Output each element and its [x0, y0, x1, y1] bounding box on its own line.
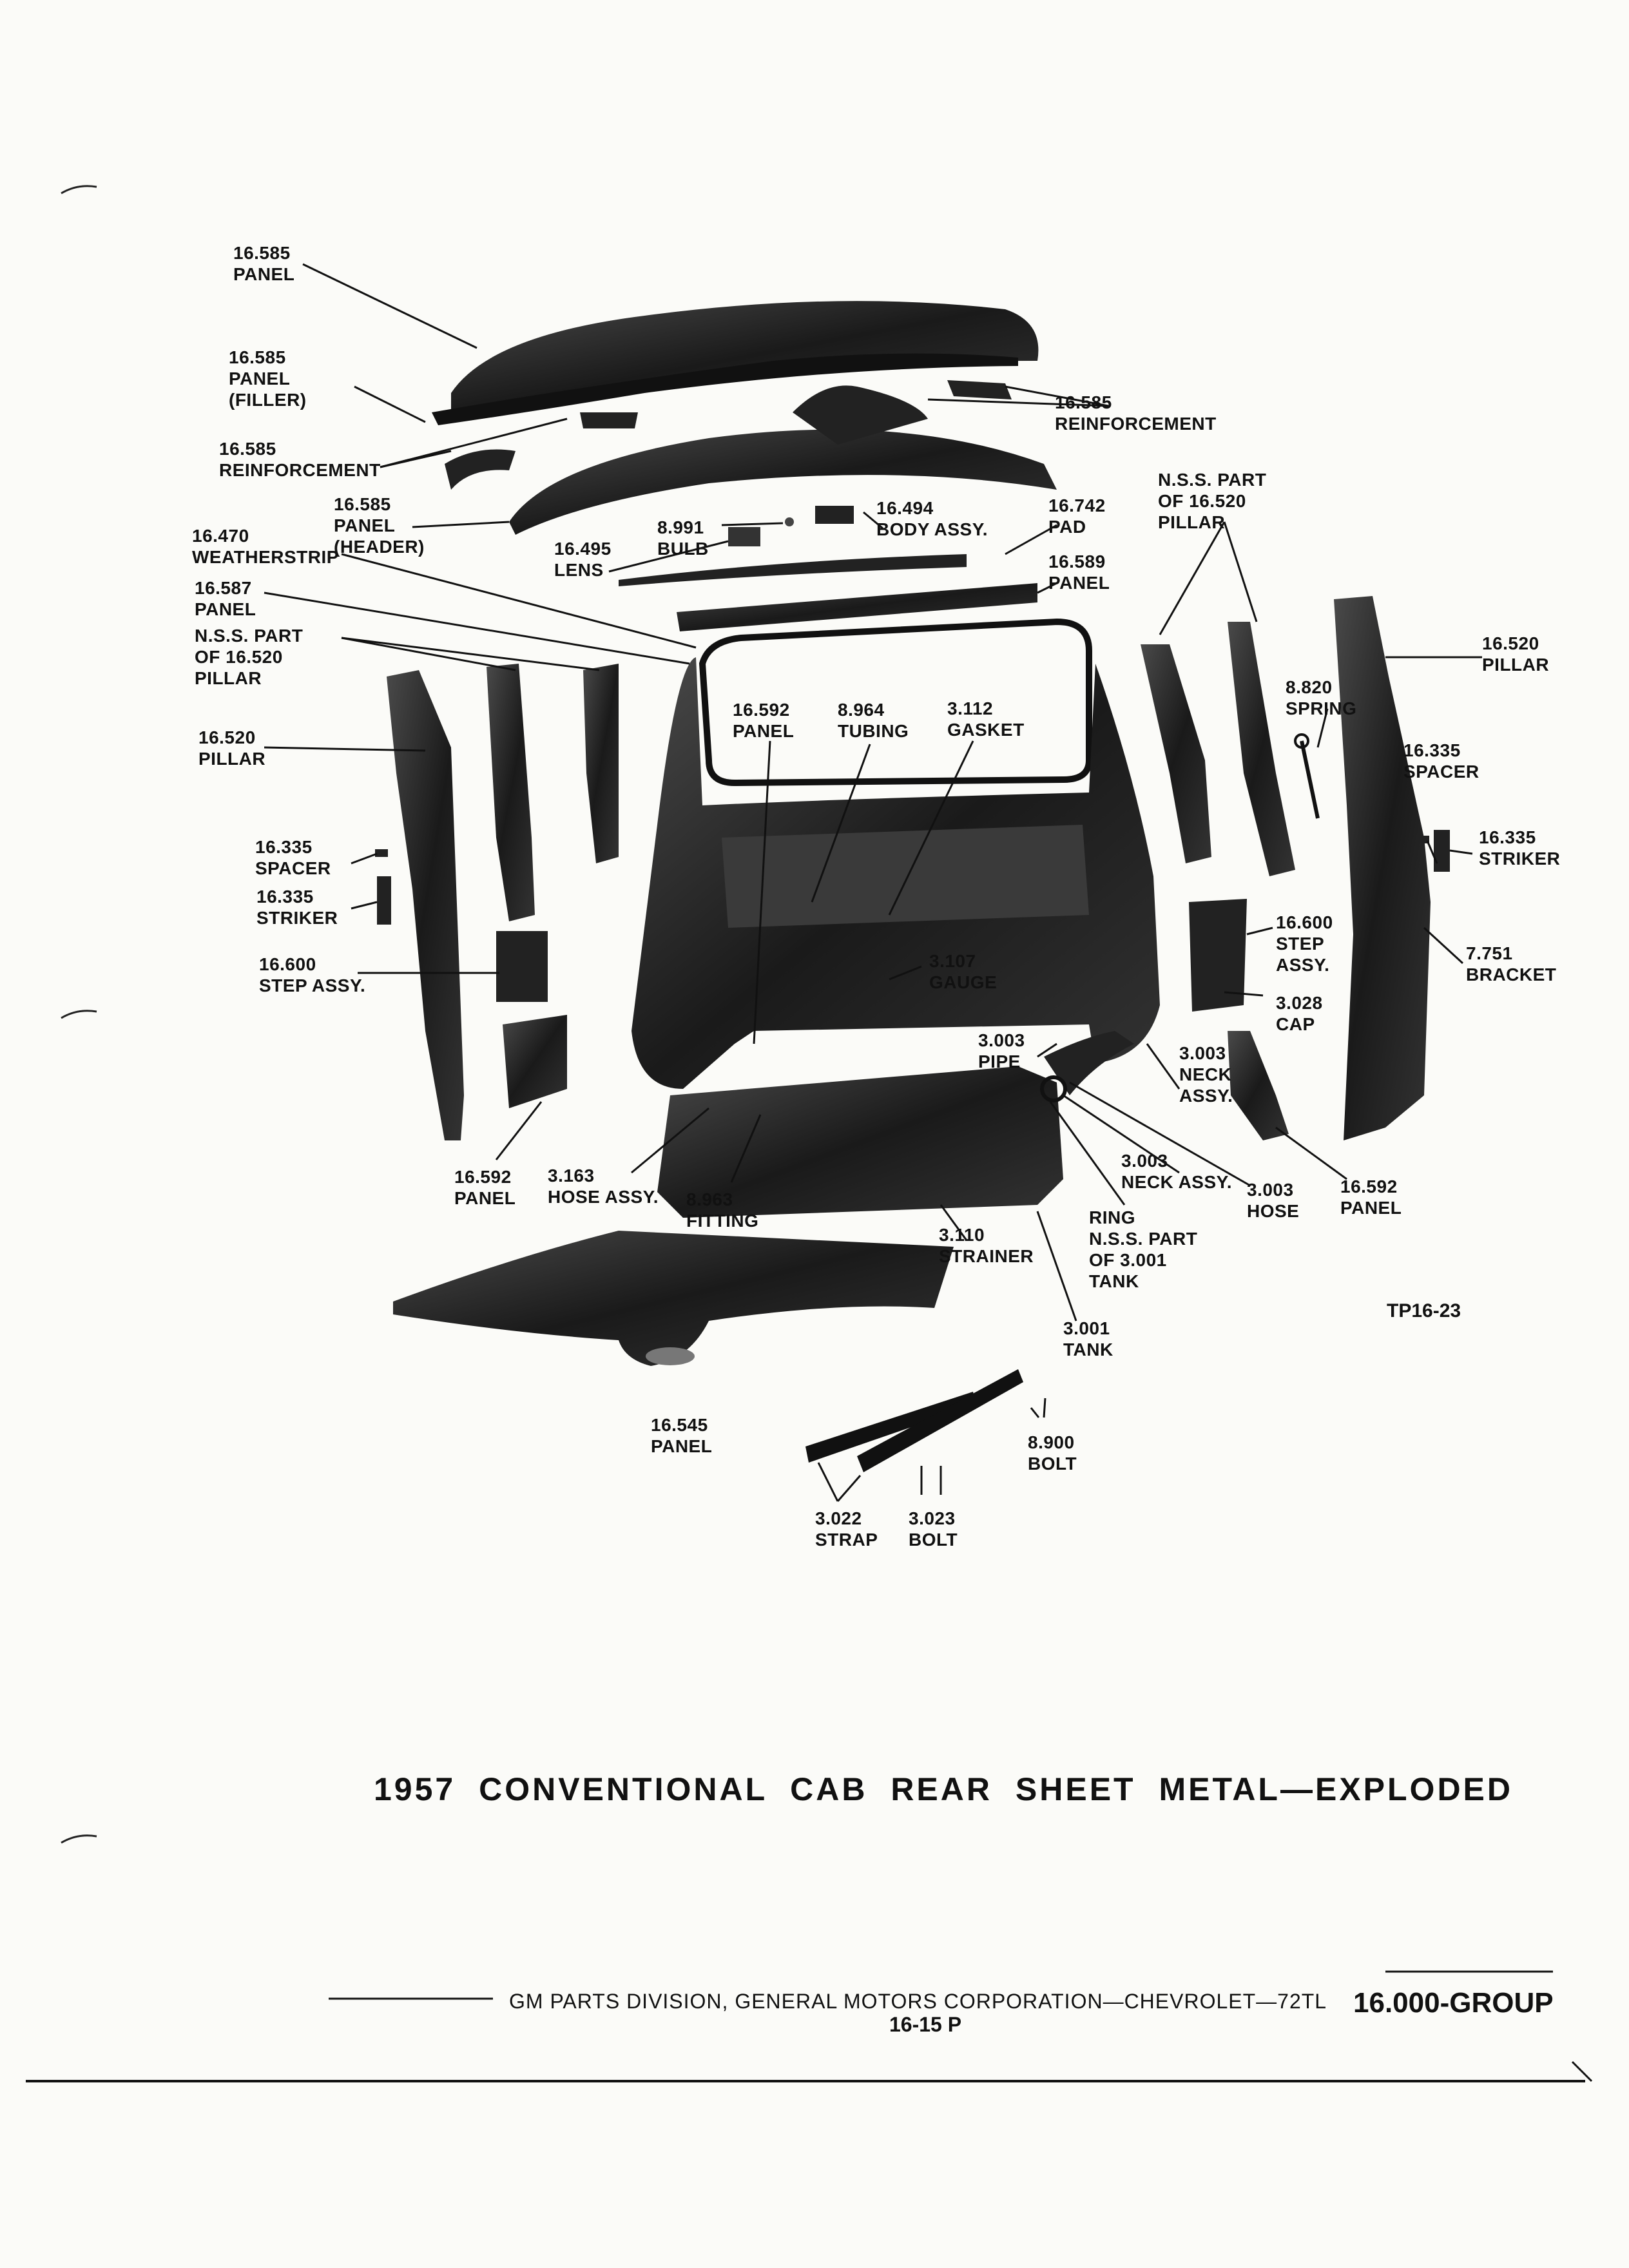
footer-group: 16.000-GROUP — [1353, 1987, 1554, 2019]
callout-fitting: 8.963 FITTING — [686, 1189, 759, 1231]
callout-left-step-assy: 16.600 STEP ASSY. — [259, 954, 366, 995]
binding-mark — [61, 1834, 97, 1844]
callout-ring: RING N.S.S. PART OF 3.001 TANK — [1089, 1207, 1198, 1291]
door-spring-eye — [1294, 733, 1309, 749]
callout-neck-assy-lower: 3.003 NECK ASSY. — [1121, 1151, 1233, 1192]
left-pillar — [387, 670, 464, 1140]
right-spacer — [1418, 836, 1429, 843]
page-title: 1957 CONVENTIONAL CAB REAR SHEET METAL—E… — [374, 1771, 1514, 1807]
binding-mark — [61, 185, 97, 195]
right-pillar-inner — [1228, 622, 1295, 876]
floor-panel — [393, 1231, 954, 1366]
callout-weatherstrip: 16.470 WEATHERSTRIP — [192, 526, 339, 567]
left-pillar-inner — [583, 664, 619, 863]
callout-right-lower-panel: 16.592 PANEL — [1340, 1177, 1402, 1218]
callout-left-striker: 16.335 STRIKER — [256, 887, 338, 928]
callout-floor-panel: 16.545 PANEL — [651, 1415, 713, 1456]
callout-left-pillar: 16.520 PILLAR — [198, 727, 266, 769]
right-step-assy — [1189, 899, 1247, 1012]
figure-reference: TP16-23 — [1387, 1300, 1461, 1321]
callout-right-reinforcement: 16.585 REINFORCEMENT — [1055, 392, 1217, 434]
callout-right-spacer: 16.335 SPACER — [1403, 740, 1480, 782]
callout-strainer: 3.110 STRAINER — [939, 1225, 1034, 1266]
fuel-tank — [657, 1066, 1063, 1218]
tank-strap — [857, 1369, 1023, 1472]
right-pillar — [1334, 596, 1431, 1140]
footer-page-number: 16-15 P — [889, 2013, 962, 2036]
right-quarter-panel — [1228, 1031, 1289, 1140]
callout-right-striker: 16.335 STRIKER — [1479, 827, 1561, 869]
callout-gasket: 3.112 GASKET — [947, 698, 1025, 740]
binding-mark — [61, 1010, 97, 1019]
header-reinforcement — [793, 385, 928, 445]
callout-panel-16587: 16.587 PANEL — [195, 578, 256, 619]
callout-bolt-3023: 3.023 BOLT — [909, 1508, 958, 1550]
reinforcement-bracket — [445, 449, 516, 490]
callout-right-pillar: 16.520 PILLAR — [1482, 633, 1550, 675]
left-step-assy — [496, 931, 548, 1002]
callout-hose: 3.003 HOSE — [1247, 1180, 1300, 1221]
fuel-tank-ring — [1040, 1075, 1067, 1102]
callout-body-assy: 16.494 BODY ASSY. — [876, 498, 988, 539]
callout-left-spacer: 16.335 SPACER — [255, 837, 331, 878]
callout-cap: 3.028 CAP — [1276, 993, 1323, 1034]
callout-header-panel: 16.585 PANEL (HEADER) — [334, 494, 425, 557]
left-pillar-inner — [487, 664, 535, 921]
back-panel-window-opening — [722, 825, 1089, 928]
callout-strap: 3.022 STRAP — [815, 1508, 878, 1550]
callout-gauge: 3.107 GAUGE — [929, 951, 998, 992]
left-quarter-panel — [503, 1015, 567, 1108]
callout-bracket: 7.751 BRACKET — [1466, 943, 1557, 985]
callout-upper-panel: 16.589 PANEL — [1048, 552, 1110, 593]
roof-panel — [451, 301, 1039, 412]
tank-strap — [805, 1392, 976, 1463]
callout-back-panel: 16.592 PANEL — [733, 700, 795, 741]
callout-tank: 3.001 TANK — [1063, 1318, 1113, 1360]
back-window-weatherstrip — [699, 618, 1092, 787]
callout-filler-panel: 16.585 PANEL (FILLER) — [229, 347, 307, 410]
callout-roof-panel: 16.585 PANEL — [233, 243, 295, 284]
floor-panel-hole — [646, 1347, 695, 1365]
callout-neck-assy-upper: 3.003 NECK ASSY. — [1179, 1043, 1233, 1106]
left-spacer — [375, 849, 388, 857]
right-pillar-inner — [1141, 644, 1211, 863]
door-spring — [1300, 740, 1320, 819]
callout-bolt-8900: 8.900 BOLT — [1028, 1432, 1077, 1474]
left-striker — [377, 876, 391, 925]
callout-spring: 8.820 SPRING — [1286, 677, 1357, 718]
roof-filler-panel — [432, 353, 1018, 425]
dome-lamp-body — [815, 506, 854, 524]
callout-left-lower-panel: 16.592 PANEL — [454, 1167, 516, 1208]
footer-publisher: GM PARTS DIVISION, GENERAL MOTORS CORPOR… — [509, 1990, 1327, 2013]
reinforcement-bracket — [947, 380, 1012, 399]
callout-tubing: 8.964 TUBING — [838, 700, 909, 741]
fuel-tank-neck — [1044, 1031, 1134, 1095]
leader-lines — [264, 263, 1482, 1502]
right-striker — [1434, 830, 1450, 872]
callout-right-step-assy: 16.600 STEP ASSY. — [1276, 912, 1333, 975]
callout-lens: 16.495 LENS — [554, 539, 612, 580]
dome-lamp-bulb — [785, 517, 794, 526]
callout-right-nss-pillar: N.S.S. PART OF 16.520 PILLAR — [1158, 470, 1267, 532]
upper-back-panel — [677, 583, 1037, 631]
header-pad — [619, 554, 967, 586]
callout-hose-assy: 3.163 HOSE ASSY. — [548, 1166, 659, 1207]
callout-bulb: 8.991 BULB — [657, 517, 709, 559]
callout-left-nss-pillar: N.S.S. PART OF 16.520 PILLAR — [195, 626, 304, 688]
header-panel — [509, 429, 1057, 535]
dome-lamp-lens — [728, 527, 760, 546]
reinforcement-bracket — [580, 412, 638, 428]
callout-pad: 16.742 PAD — [1048, 495, 1106, 537]
callout-left-reinforcement: 16.585 REINFORCEMENT — [219, 439, 381, 480]
callout-pipe: 3.003 PIPE — [978, 1030, 1025, 1072]
